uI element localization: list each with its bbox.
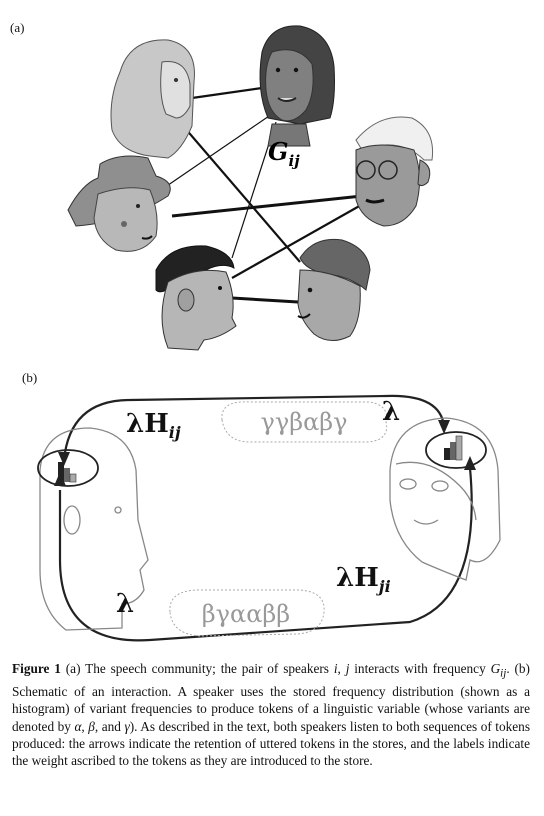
caption-text-4: . (b) Schematic of an interaction. A spe… bbox=[12, 661, 530, 734]
tokens-top: γγβαβγ bbox=[261, 408, 348, 436]
edge-label-g: Gij bbox=[268, 137, 300, 170]
speech-bubble-top bbox=[221, 401, 388, 443]
speaker-left-outline bbox=[39, 427, 149, 631]
edge-woman-left-to-woman-dark bbox=[191, 86, 263, 100]
edge-woman-left-to-boy-right bbox=[177, 119, 301, 263]
caption-text-7: ). As described in the text, both speake… bbox=[12, 718, 531, 769]
caption-var-alpha: α bbox=[74, 718, 82, 734]
caption-var-beta: β bbox=[88, 718, 95, 734]
hist-left-bar-3 bbox=[69, 473, 77, 483]
caption-var-i: i bbox=[333, 661, 338, 676]
figure-caption: Figure 1 (a) The speech community; the p… bbox=[12, 660, 530, 769]
weight-bottom-right: λHji bbox=[336, 563, 391, 596]
speaker-boy-left bbox=[155, 245, 237, 351]
caption-text-6: , and bbox=[94, 718, 125, 734]
speaker-woman-hat bbox=[67, 155, 171, 252]
weight-top-left: λHij bbox=[126, 409, 181, 442]
arrowhead-right-top bbox=[438, 420, 450, 434]
hist-left-bar-1 bbox=[58, 462, 64, 482]
edge-hat-to-woman-dark bbox=[157, 113, 273, 193]
speaker-woman-left bbox=[110, 39, 195, 159]
speaker-right-outline bbox=[389, 417, 501, 581]
weight-top-right: λ bbox=[382, 397, 400, 427]
hist-left-bar-2 bbox=[64, 468, 70, 482]
speaker-woman-dark bbox=[259, 25, 335, 147]
store-left bbox=[37, 449, 99, 487]
hist-right-bar-1 bbox=[444, 448, 450, 460]
hist-right-bar-3 bbox=[455, 435, 463, 461]
caption-figure-label: Figure 1 bbox=[12, 661, 61, 676]
speaker-old-man bbox=[355, 116, 434, 227]
caption-var-gamma: γ bbox=[124, 718, 130, 734]
tokens-bottom: βγααββ bbox=[202, 600, 290, 628]
panel-a-label: (a) bbox=[10, 20, 25, 35]
caption-var-g-sub: ij bbox=[500, 667, 507, 680]
caption-text-2: , bbox=[337, 661, 346, 676]
speech-bubble-bottom bbox=[169, 589, 325, 637]
edge-boys bbox=[231, 296, 299, 304]
caption-text-1: (a) The speech community; the pair of sp… bbox=[60, 661, 334, 676]
caption-text-3: interacts with frequency bbox=[349, 661, 491, 676]
weight-bottom-left: λ bbox=[116, 589, 134, 619]
edge-hat-to-old-man bbox=[171, 194, 363, 218]
store-right bbox=[425, 431, 487, 469]
caption-var-j: j bbox=[345, 661, 350, 676]
panel-b-label: (b) bbox=[22, 370, 38, 385]
hist-right-bar-2 bbox=[450, 442, 456, 460]
caption-text-5: , bbox=[81, 718, 89, 734]
caption-var-g: G bbox=[490, 661, 501, 676]
speaker-boy-right bbox=[297, 238, 371, 341]
arrow-bottom bbox=[58, 467, 473, 642]
edge-boy-left-to-old-man bbox=[231, 199, 371, 279]
arrowhead-left-top bbox=[58, 452, 70, 466]
